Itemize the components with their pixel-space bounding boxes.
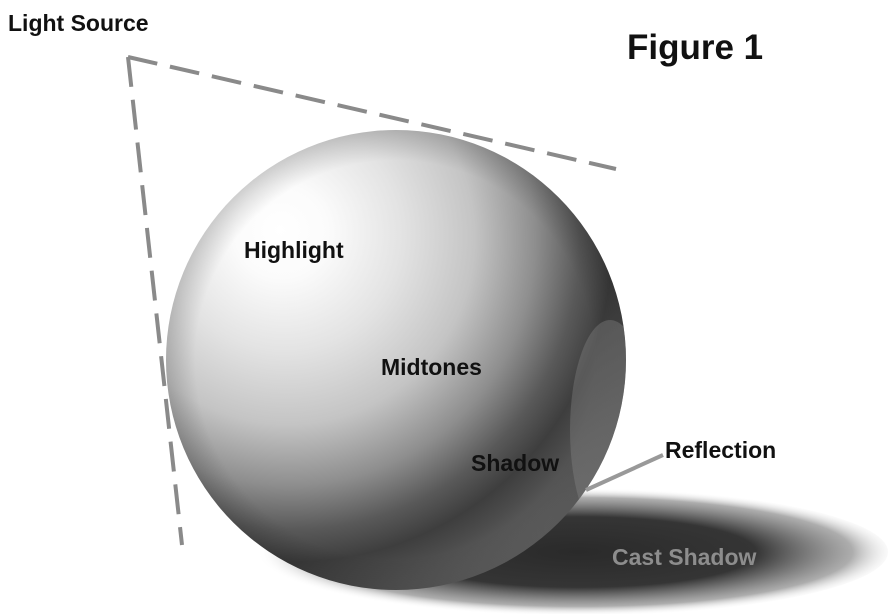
reflection-label: Reflection [665, 439, 776, 462]
cast-shadow-label: Cast Shadow [612, 546, 756, 569]
highlight-label: Highlight [244, 239, 344, 262]
figure-title: Figure 1 [627, 30, 763, 65]
midtones-label: Midtones [381, 356, 482, 379]
shadow-label: Shadow [471, 452, 559, 475]
light-source-label: Light Source [8, 12, 149, 35]
